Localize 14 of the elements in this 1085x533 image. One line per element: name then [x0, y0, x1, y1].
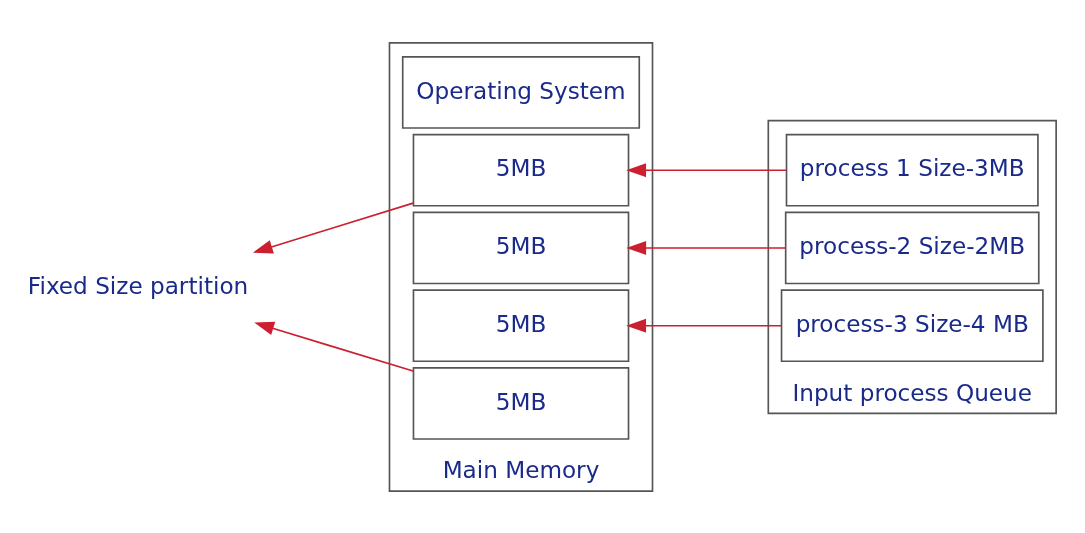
node-box: process-3 Size-4 MB	[780, 288, 1044, 362]
node-box: 5MB	[412, 211, 630, 284]
node-box: process-2 Size-2MB	[784, 211, 1040, 284]
arrow	[626, 162, 788, 177]
arrow	[626, 240, 786, 255]
arrow	[626, 318, 783, 333]
node-box: 5MB	[412, 133, 630, 207]
arrow	[254, 321, 414, 372]
node-box: Operating System	[401, 55, 641, 129]
arrow	[252, 201, 414, 253]
node-box: process 1 Size-3MB	[785, 133, 1039, 207]
node-box: 5MB	[412, 366, 630, 440]
node-text: Fixed Size partition	[27, 272, 249, 299]
node-box: 5MB	[412, 288, 630, 362]
